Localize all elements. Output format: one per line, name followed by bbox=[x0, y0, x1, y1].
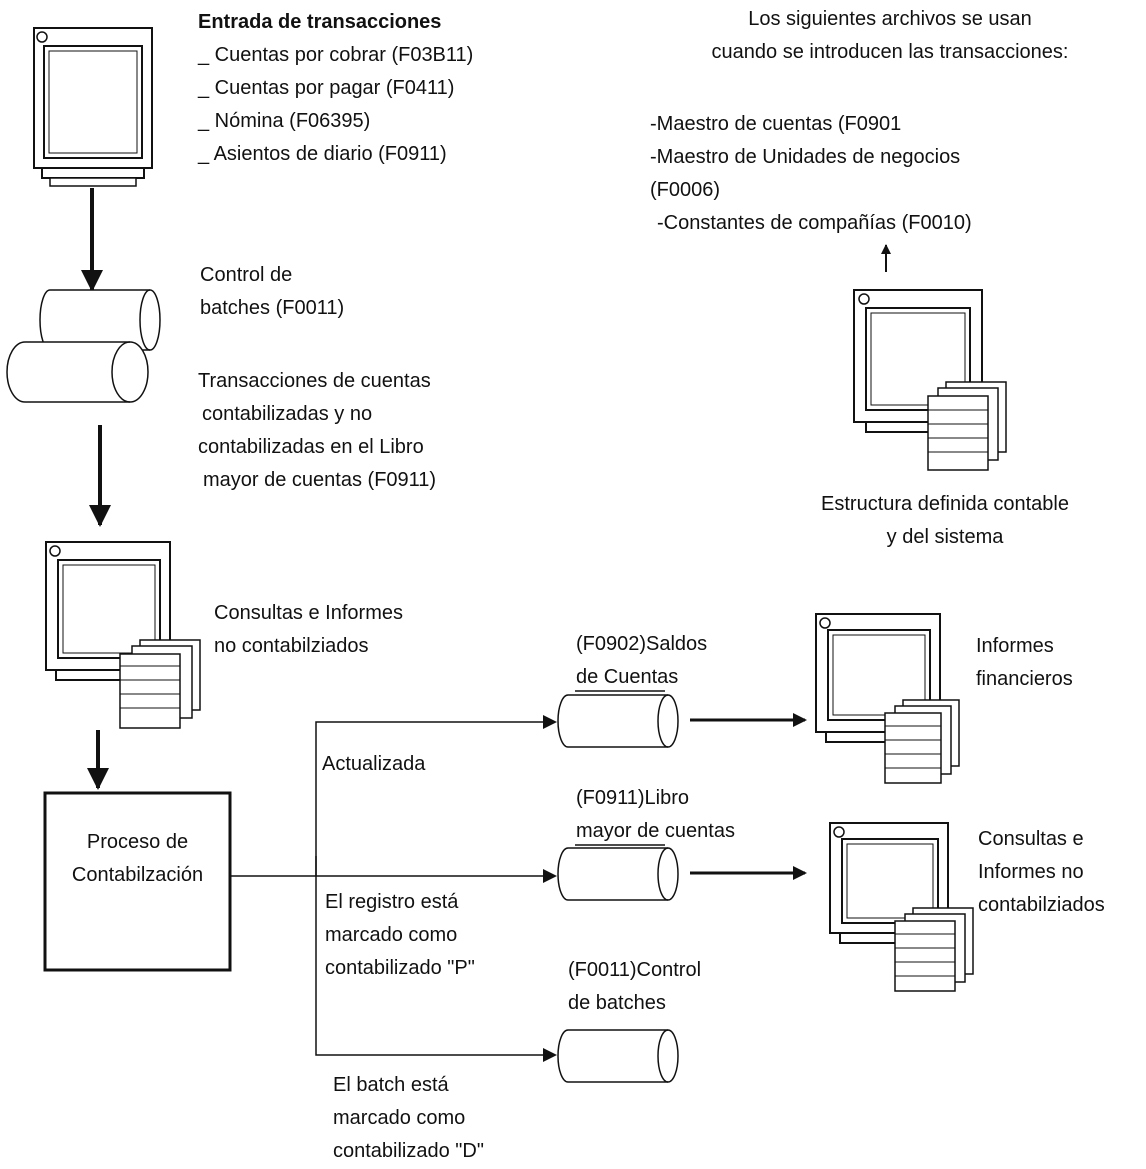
batch-marked-line: El batch está bbox=[333, 1074, 449, 1096]
entry-item: _ Cuentas por pagar (F0411) bbox=[198, 77, 455, 99]
batch-marked-line: contabilizado "D" bbox=[333, 1140, 484, 1162]
record-marked-line: contabilizado "P" bbox=[325, 957, 475, 979]
database-cylinder-icon bbox=[39, 289, 161, 351]
ledger-transactions-line: contabilizadas en el Libro bbox=[198, 436, 424, 458]
balances-line: (F0902)Saldos bbox=[576, 633, 708, 655]
inquiries-left-line: Consultas e Informes bbox=[214, 602, 403, 624]
entry-title: Entrada de transacciones bbox=[198, 11, 442, 33]
ledger-transactions-line: mayor de cuentas (F0911) bbox=[203, 469, 437, 491]
entry-item: _ Nómina (F06395) bbox=[198, 110, 371, 132]
process-line: Contabilzación bbox=[71, 864, 204, 886]
inquiries-right-line: contabilziados bbox=[978, 894, 1105, 916]
inquiries-right-label: Consultas e Informes no contabilziados bbox=[978, 823, 1105, 922]
report-pages-icon bbox=[927, 381, 1007, 471]
computer-terminal-icon bbox=[829, 822, 949, 944]
ledger-transactions-line: contabilizadas y no bbox=[202, 403, 373, 425]
balances-line: de Cuentas bbox=[576, 666, 679, 688]
batch-control-line: batches (F0011) bbox=[200, 297, 345, 319]
batch-output-line: (F0011)Control bbox=[568, 959, 702, 981]
structure-label-line: Estructura definida contable bbox=[821, 493, 1069, 515]
batch-output-label: (F0011)Control de batches bbox=[568, 954, 701, 1020]
process-box bbox=[43, 791, 232, 972]
report-pages-icon bbox=[884, 699, 960, 784]
ledger-transactions-line: Transacciones de cuentas bbox=[198, 370, 431, 392]
computer-terminal-icon bbox=[33, 27, 153, 187]
financial-reports-label: Informes financieros bbox=[976, 630, 1073, 696]
database-cylinder-icon bbox=[6, 341, 149, 403]
batch-marked-label: El batch está marcado como contabilizado… bbox=[333, 1069, 484, 1168]
ledger-transactions-label: Transacciones de cuentas contabilizadas … bbox=[198, 365, 436, 497]
ledger-label: (F0911)Libro mayor de cuentas bbox=[576, 782, 735, 848]
files-note-header: Los siguientes archivos se usan cuando s… bbox=[650, 3, 1130, 69]
database-cylinder-icon bbox=[557, 1029, 679, 1083]
arrow-icon bbox=[315, 856, 557, 1062]
entry-item: _ Cuentas por cobrar (F03B11) bbox=[198, 44, 474, 66]
process-line: Proceso de bbox=[86, 831, 189, 853]
entry-item: _ Asientos de diario (F0911) bbox=[198, 143, 447, 165]
structure-label-line: y del sistema bbox=[886, 526, 1004, 548]
balances-label: (F0902)Saldos de Cuentas bbox=[576, 628, 707, 694]
report-pages-icon bbox=[894, 907, 974, 992]
process-label: Proceso de Contabilzación bbox=[45, 826, 230, 892]
financial-reports-line: Informes bbox=[976, 635, 1054, 657]
files-note-line: cuando se introducen las transacciones: bbox=[711, 41, 1069, 63]
structure-label: Estructura definida contable y del siste… bbox=[800, 488, 1090, 554]
database-cylinder-icon bbox=[557, 694, 679, 748]
record-marked-line: marcado como bbox=[325, 924, 458, 946]
database-cylinder-icon bbox=[557, 847, 679, 901]
report-pages-icon bbox=[119, 639, 201, 729]
arrow-icon bbox=[315, 715, 557, 876]
ledger-line: mayor de cuentas bbox=[576, 820, 735, 842]
updated-label: Actualizada bbox=[322, 753, 426, 775]
entry-block: Entrada de transacciones _ Cuentas por c… bbox=[198, 6, 473, 171]
file-item: (F0006) bbox=[650, 179, 721, 201]
batch-control-label: Control de batches (F0011) bbox=[200, 259, 344, 325]
ledger-line: (F0911)Libro bbox=[576, 787, 690, 809]
inquiries-left-label: Consultas e Informes no contabilziados bbox=[214, 597, 403, 663]
inquiries-left-line: no contabilziados bbox=[214, 635, 369, 657]
file-item: -Maestro de Unidades de negocios bbox=[650, 146, 961, 168]
record-marked-line: El registro está bbox=[325, 891, 459, 913]
batch-output-line: de batches bbox=[568, 992, 666, 1014]
inquiries-right-line: Informes no bbox=[978, 861, 1084, 883]
computer-terminal-icon bbox=[45, 541, 171, 681]
files-list: -Maestro de cuentas (F0901 -Maestro de U… bbox=[650, 108, 972, 240]
files-note-line: Los siguientes archivos se usan bbox=[748, 8, 1032, 30]
record-marked-label: El registro está marcado como contabiliz… bbox=[325, 886, 475, 985]
batch-marked-line: marcado como bbox=[333, 1107, 466, 1129]
file-item: -Constantes de compañías (F0010) bbox=[657, 212, 972, 234]
file-item: -Maestro de cuentas (F0901 bbox=[650, 113, 902, 135]
batch-control-line: Control de bbox=[200, 264, 293, 286]
financial-reports-line: financieros bbox=[976, 668, 1073, 690]
inquiries-right-line: Consultas e bbox=[978, 828, 1084, 850]
